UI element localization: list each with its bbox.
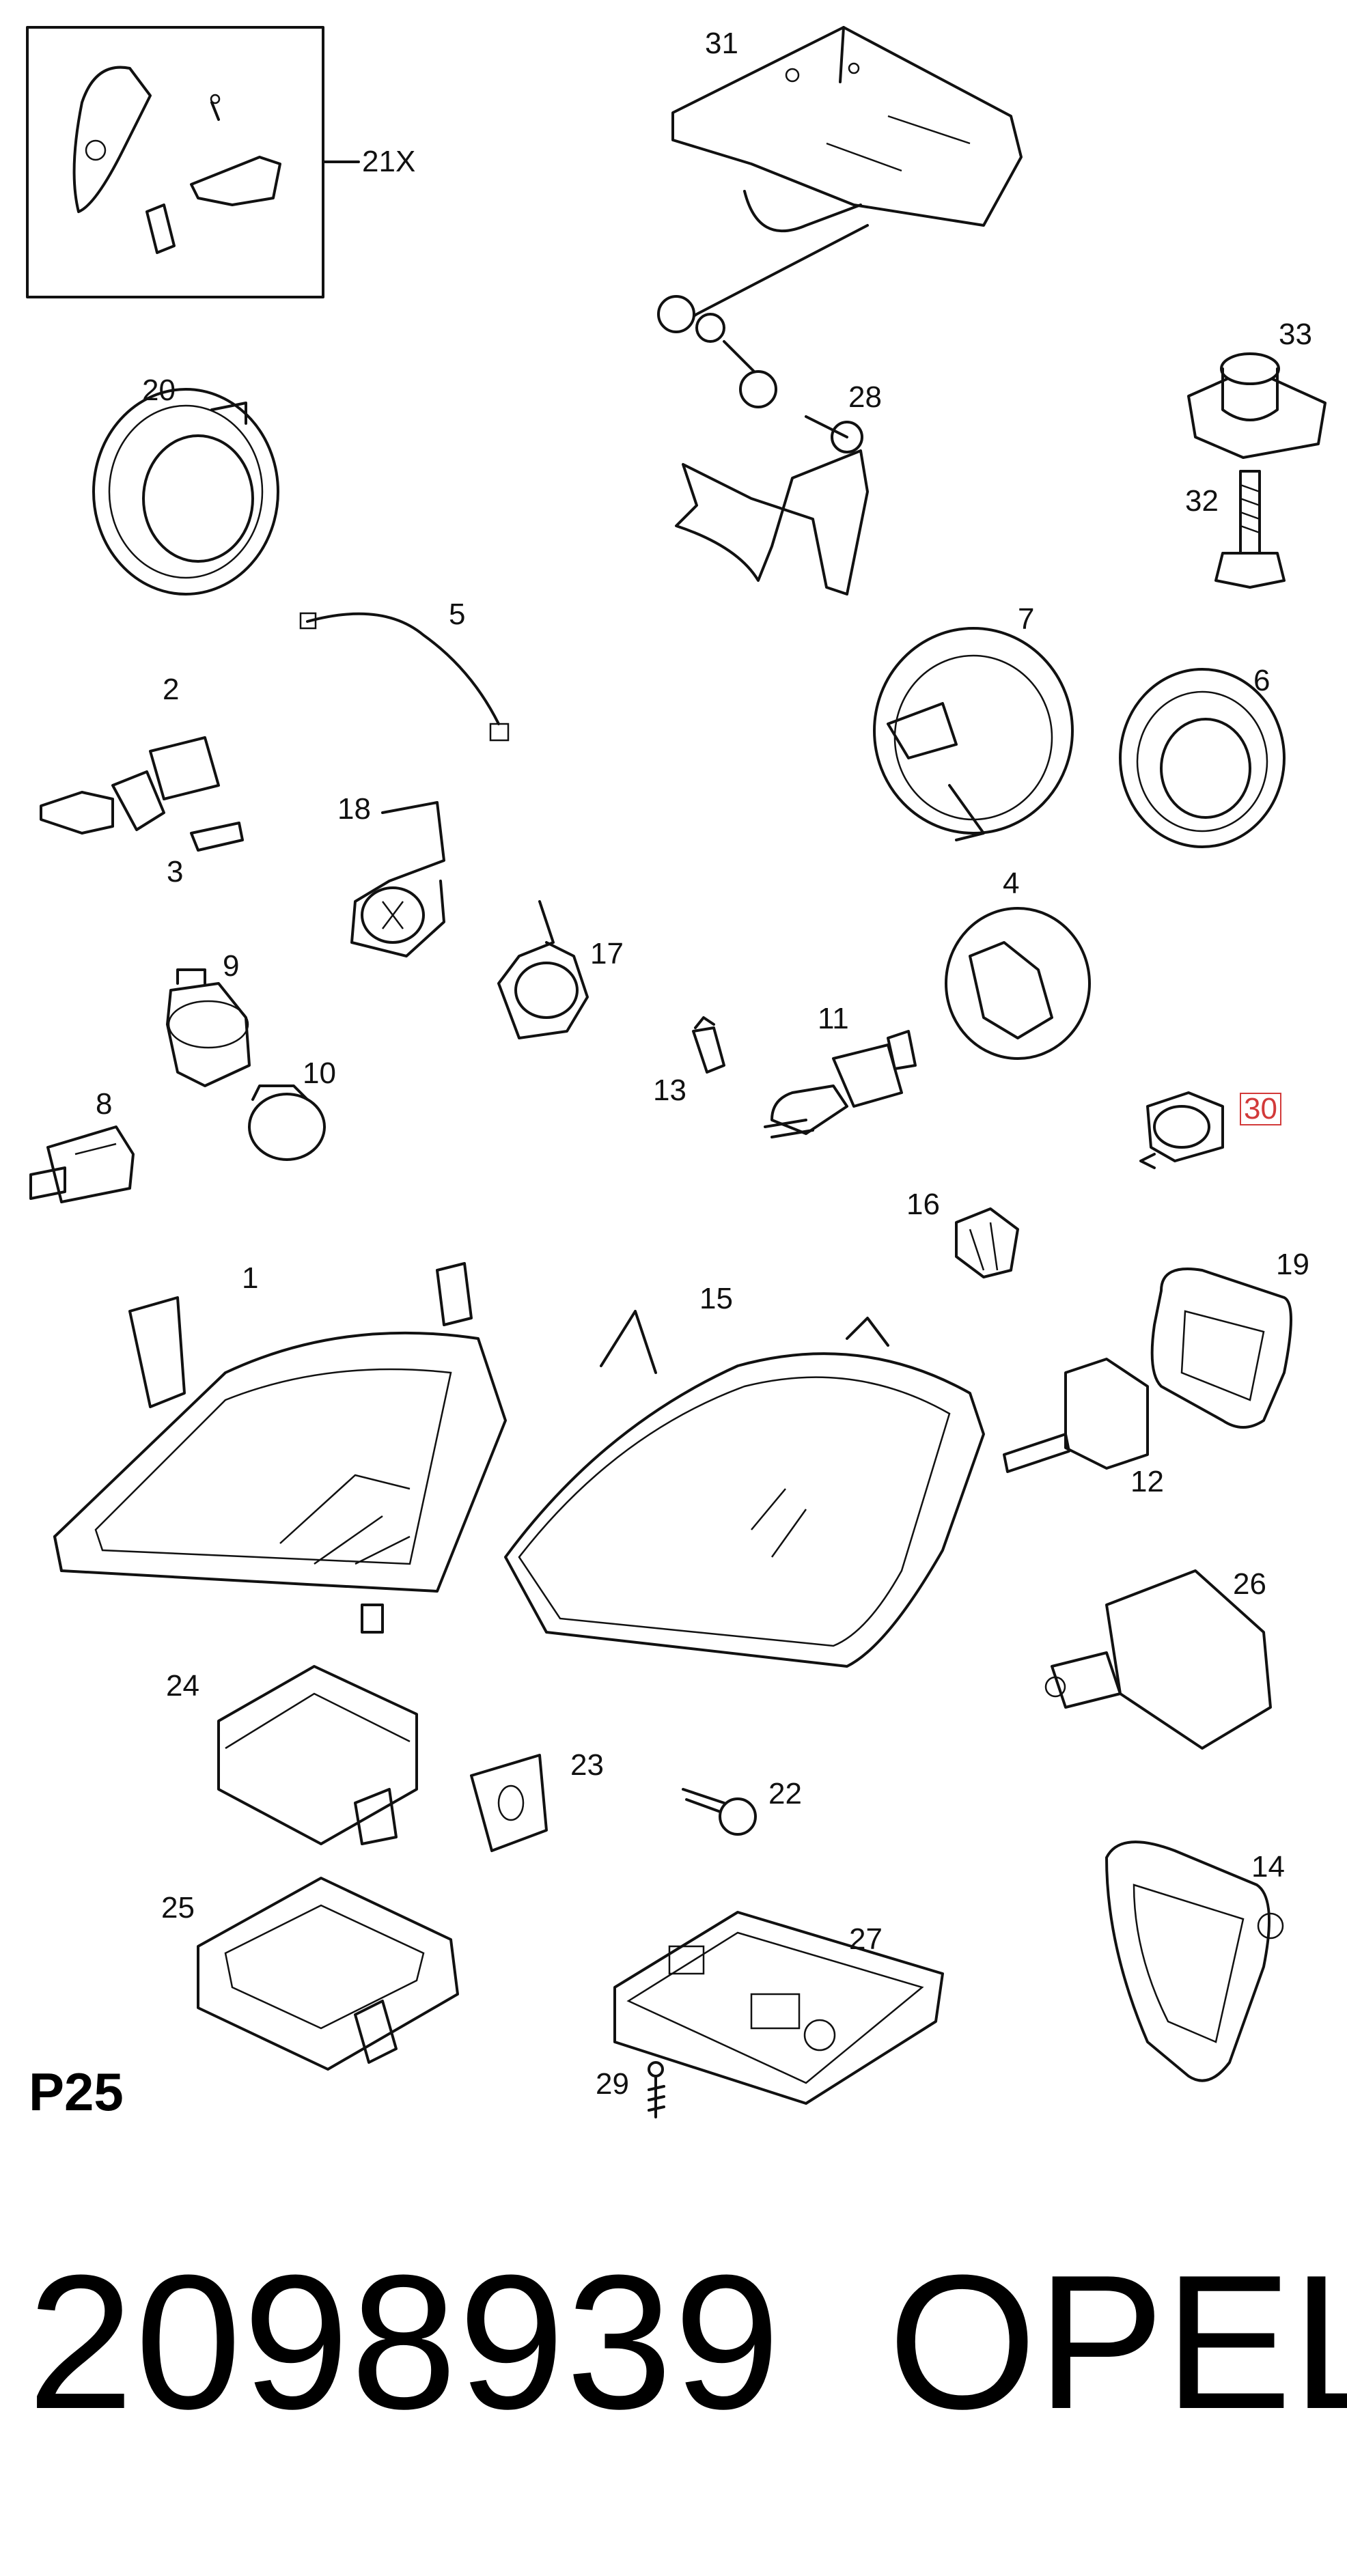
part-number: 2098939 bbox=[27, 2236, 782, 2449]
callout-5: 5 bbox=[449, 598, 466, 631]
part-5-wiring-harness bbox=[299, 612, 510, 742]
callout-31: 31 bbox=[705, 27, 738, 60]
part-32-bolt bbox=[1214, 470, 1286, 589]
part-20-headlamp-cap bbox=[92, 388, 279, 596]
brand-name: OPEL bbox=[888, 2236, 1347, 2449]
callout-28: 28 bbox=[848, 380, 882, 414]
exploded-parts-diagram bbox=[26, 26, 1327, 2118]
page-label: P25 bbox=[29, 2062, 124, 2122]
part-8-connector bbox=[29, 1125, 135, 1203]
callout-22: 22 bbox=[768, 1777, 802, 1810]
part-28-spring-clip bbox=[675, 415, 869, 596]
callout-11: 11 bbox=[818, 1002, 849, 1035]
callout-20: 20 bbox=[142, 374, 176, 407]
part-3-bulb-clip bbox=[190, 822, 244, 852]
part-19-gasket bbox=[1150, 1268, 1292, 1429]
callout-17: 17 bbox=[590, 937, 624, 970]
part-18-bulb-holder bbox=[350, 801, 445, 957]
part-22-screw bbox=[682, 1788, 757, 1836]
callout-24: 24 bbox=[166, 1669, 199, 1703]
part-16-bulb-socket bbox=[955, 1207, 1019, 1278]
callout-3: 3 bbox=[167, 855, 184, 888]
callout-2: 2 bbox=[163, 673, 180, 706]
part-1-headlamp-left bbox=[53, 1262, 507, 1634]
part-29-screw bbox=[648, 2061, 665, 2118]
part-9-bulb-socket bbox=[166, 968, 251, 1087]
part-27-ballast-unit bbox=[613, 1911, 944, 2105]
callout-13: 13 bbox=[653, 1074, 686, 1107]
part-12-xenon-bulb bbox=[1003, 1358, 1149, 1473]
part-15-headlamp-right bbox=[504, 1310, 985, 1668]
part-4-lamp-socket bbox=[945, 907, 1091, 1060]
callout-30[interactable]: 30 bbox=[1240, 1093, 1281, 1125]
part-23-retaining-clip bbox=[470, 1754, 548, 1852]
part-14-seal bbox=[1105, 1840, 1284, 2082]
part-2-halogen-bulb bbox=[40, 736, 220, 835]
callout-16: 16 bbox=[906, 1188, 940, 1221]
callout-21x: 21X bbox=[362, 145, 416, 178]
callout-26: 26 bbox=[1233, 1567, 1266, 1601]
callout-29: 29 bbox=[596, 2067, 629, 2101]
part-25-mounting-tray bbox=[197, 1877, 459, 2071]
callout-1: 1 bbox=[242, 1261, 259, 1295]
callout-7: 7 bbox=[1018, 602, 1035, 636]
callout-27: 27 bbox=[849, 1922, 883, 1956]
callout-25: 25 bbox=[161, 1891, 195, 1924]
callout-33: 33 bbox=[1279, 318, 1312, 351]
callout-4: 4 bbox=[1003, 867, 1020, 900]
callout-12: 12 bbox=[1130, 1465, 1164, 1498]
part-33-grommet bbox=[1187, 352, 1327, 459]
callout-32: 32 bbox=[1185, 484, 1219, 518]
part-24-control-module bbox=[217, 1665, 418, 1845]
callout-23: 23 bbox=[570, 1748, 604, 1782]
part-6-seal-ring bbox=[1119, 668, 1286, 848]
part-26-leveling-motor bbox=[1044, 1569, 1272, 1750]
callout-10: 10 bbox=[303, 1056, 336, 1090]
part-31-mounting-bracket bbox=[657, 26, 1023, 408]
part-17-bulb-holder bbox=[497, 900, 589, 1039]
part-7-housing-cover bbox=[873, 627, 1074, 841]
callout-9: 9 bbox=[223, 949, 240, 983]
callout-18: 18 bbox=[337, 792, 371, 826]
callout-19: 19 bbox=[1276, 1248, 1309, 1281]
callout-15: 15 bbox=[699, 1282, 733, 1315]
callout-6: 6 bbox=[1253, 664, 1270, 697]
callout-14: 14 bbox=[1251, 1850, 1285, 1884]
part-30-bulb-socket bbox=[1139, 1091, 1224, 1169]
part-11-h7-bulb bbox=[764, 1030, 917, 1138]
part-13-side-bulb bbox=[692, 1016, 725, 1074]
part-10-signal-bulb bbox=[248, 1084, 326, 1161]
callout-8: 8 bbox=[96, 1087, 113, 1121]
part-21x-inset-kit bbox=[26, 26, 360, 298]
